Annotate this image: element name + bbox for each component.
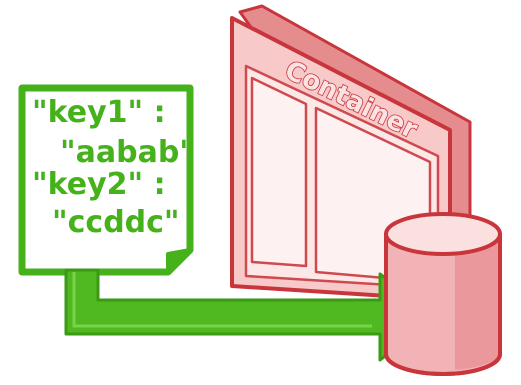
json-document-icon: "key1" : "aabab" "key2" : "ccddc" [18,84,195,276]
doc-line-2: "aabab" [60,135,195,170]
doc-line-3: "key2" : [32,167,166,202]
database-cylinder-icon [384,212,502,376]
doc-line-4: "ccddc" [52,205,180,240]
doc-line-1: "key1" : [32,95,166,130]
